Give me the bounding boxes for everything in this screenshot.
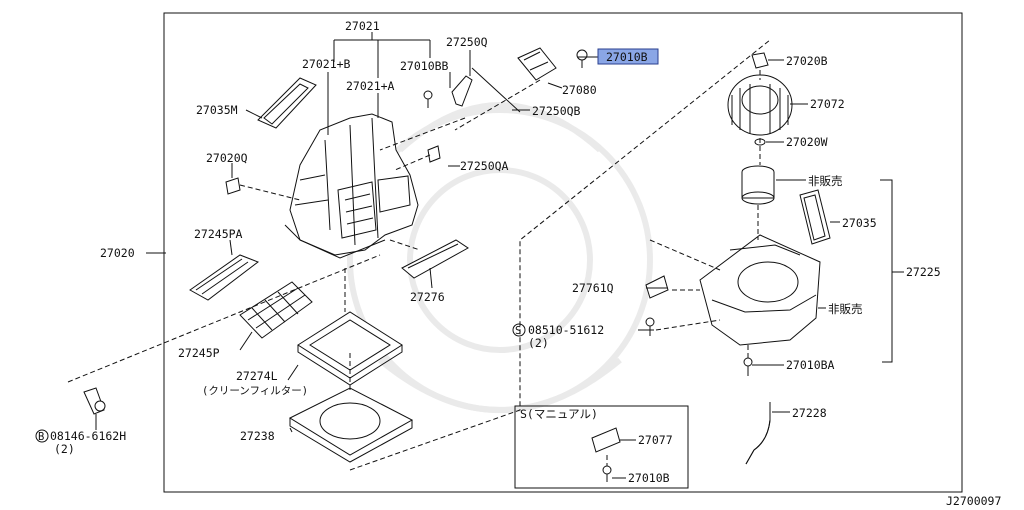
- label-hihanbai-2: 非販売: [828, 302, 863, 316]
- bolt-08146-part: [83, 387, 106, 415]
- label-manual-box: S(マニュアル): [520, 407, 598, 421]
- label-27010b-box: 27010B: [628, 471, 670, 485]
- label-27072: 27072: [810, 97, 845, 111]
- manual-option-box: [514, 405, 689, 489]
- label-27020: 27020: [100, 246, 135, 260]
- gasket-27035m-part: [257, 77, 317, 129]
- rod-27250qb-part: [471, 67, 521, 113]
- link-27250q-part: [451, 75, 473, 107]
- clip-27250qa-part: [427, 145, 441, 163]
- actuator-27080-part: [517, 47, 557, 81]
- label-27021: 27021: [345, 19, 380, 33]
- label-27274l-note: (クリーンフィルター): [202, 385, 308, 397]
- screw-27010b-box-part: [602, 465, 612, 482]
- label-27020w: 27020W: [786, 135, 828, 149]
- seal-27276-part: [401, 239, 469, 279]
- part-27761q: [645, 275, 669, 299]
- label-27274l: 27274L: [236, 369, 278, 383]
- fan-27072-part: [727, 74, 793, 136]
- screw-27010bb-part: [423, 90, 433, 108]
- clip-27020q-part: [225, 177, 241, 195]
- label-27080: 27080: [562, 83, 597, 97]
- hose-27228-part: [745, 402, 771, 465]
- label-screw-08510: 08510-51612: [528, 323, 604, 337]
- gasket-27035-part: [799, 189, 831, 245]
- label-27245pa: 27245PA: [194, 227, 243, 241]
- label-27238: 27238: [240, 429, 275, 443]
- screw-27010b-top-part: [576, 49, 588, 68]
- filter-27245pa-part: [189, 254, 260, 301]
- screw-08510-part: [645, 317, 655, 336]
- label-27020b: 27020B: [786, 54, 828, 68]
- label-27010b-top: 27010B: [606, 50, 648, 64]
- filter-27245p-part: [239, 281, 313, 339]
- part-27077: [591, 427, 621, 453]
- tray-27238-part: [288, 387, 414, 463]
- label-27010ba: 27010BA: [786, 358, 835, 372]
- blower-case-part: [699, 234, 821, 346]
- label-27250qb: 27250QB: [532, 104, 581, 118]
- label-27250qa: 27250QA: [460, 159, 509, 173]
- bolt-b-mark: B: [38, 431, 44, 443]
- highlight-27010b: [597, 48, 659, 65]
- label-27035m: 27035M: [196, 103, 238, 117]
- label-27761q: 27761Q: [572, 281, 614, 295]
- bolt-b-mark-circle: [35, 429, 49, 443]
- label-27077: 27077: [638, 433, 673, 447]
- label-27250q: 27250Q: [446, 35, 488, 49]
- label-27035: 27035: [842, 216, 877, 230]
- intake-case-part: [284, 113, 419, 259]
- label-27020q: 27020Q: [206, 151, 248, 165]
- label-27021b: 27021+B: [302, 57, 351, 71]
- label-27010bb: 27010BB: [400, 59, 449, 73]
- screw-27010ba-part: [743, 357, 753, 376]
- label-27021a: 27021+A: [346, 79, 395, 93]
- label-27276: 27276: [410, 290, 445, 304]
- motor-part: [741, 165, 775, 205]
- screw-s-mark: S: [515, 325, 521, 337]
- diagram-id: J2700097: [946, 494, 1001, 508]
- screw-s-mark-circle: [512, 323, 526, 337]
- nut-27020b-part: [751, 52, 769, 69]
- leader-lines: [95, 32, 904, 479]
- label-screw-08510-qty: (2): [528, 336, 549, 350]
- label-hihanbai-1: 非販売: [808, 174, 843, 188]
- label-bolt-08146-qty: (2): [54, 442, 75, 456]
- cabin-filter-27274l-part: [297, 311, 403, 386]
- label-27225: 27225: [906, 265, 941, 279]
- label-bolt-08146: 08146-6162H: [50, 429, 126, 443]
- label-27228: 27228: [792, 406, 827, 420]
- label-27245p: 27245P: [178, 346, 220, 360]
- watermark-emblem: [347, 102, 653, 413]
